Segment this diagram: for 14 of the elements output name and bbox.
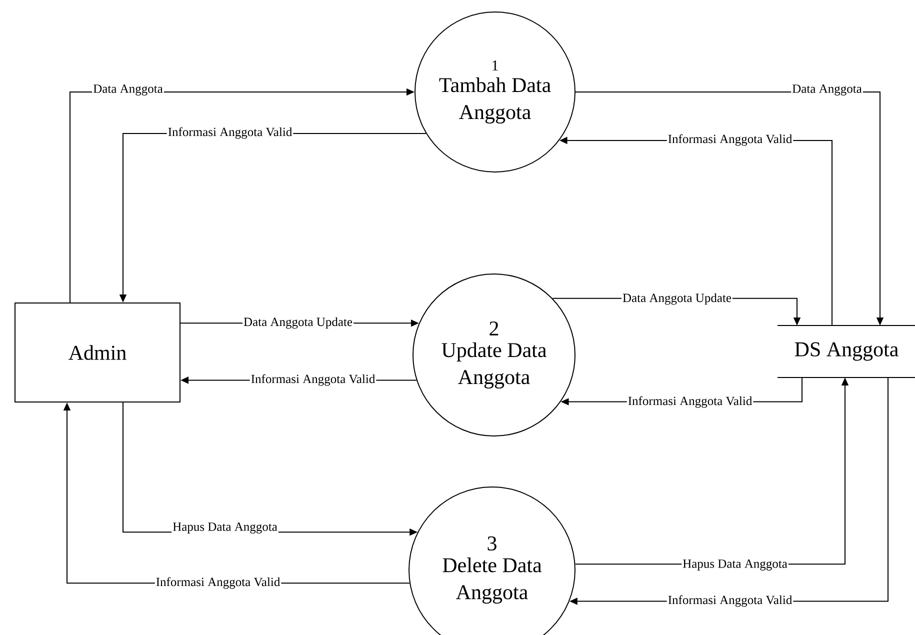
edge-label: Informasi Anggota Valid [154, 576, 282, 590]
edge-label: Informasi Anggota Valid [250, 373, 376, 387]
edge-label: Informasi Anggota Valid [666, 133, 794, 147]
edge-label: Data Anggota Update [622, 292, 732, 306]
edge-label: Hapus Data Anggota [172, 522, 278, 534]
data-store: DS Anggota [777, 325, 915, 378]
edge-label: Informasi Anggota Valid [666, 594, 794, 608]
edge-label: Informasi Anggota Valid [166, 126, 294, 140]
edge-label: Data Anggota Update [242, 316, 354, 330]
edge-label: Data Anggota [92, 84, 164, 96]
edge-label: Informasi Anggota Valid [626, 395, 754, 409]
edge-label: Hapus Data Anggota [682, 558, 788, 572]
entity-box: Admin [14, 302, 180, 402]
edge-label: Data Anggota [791, 84, 863, 96]
